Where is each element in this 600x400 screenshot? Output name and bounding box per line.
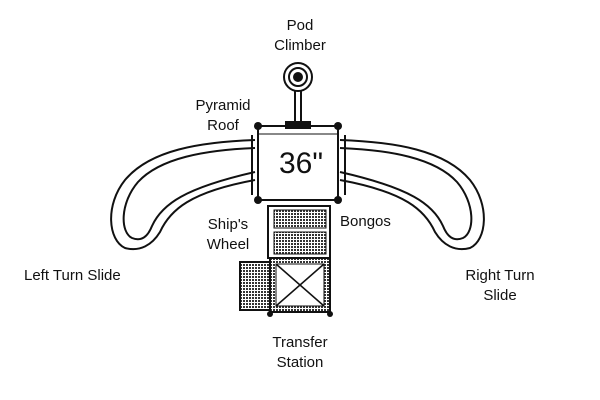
ships-wheel-panel bbox=[267, 205, 331, 259]
label-right-turn-slide: Right Turn Slide bbox=[465, 267, 535, 304]
label-bongos: Bongos bbox=[340, 213, 391, 230]
label-ships-wheel: Ship's Wheel bbox=[206, 216, 250, 253]
transfer-station bbox=[239, 257, 333, 317]
label-pod-climber: Pod Climber bbox=[274, 17, 326, 54]
deck-36-inch bbox=[251, 125, 346, 201]
label-transfer-station: Transfer Station bbox=[272, 334, 328, 371]
pod-climber bbox=[283, 62, 313, 129]
left-turn-slide bbox=[110, 139, 256, 251]
label-pyramid-roof: Pyramid Roof bbox=[195, 97, 251, 134]
right-turn-slide bbox=[339, 139, 485, 251]
deck-posts bbox=[254, 122, 342, 204]
label-left-turn-slide: Left Turn Slide bbox=[24, 267, 121, 284]
label-deck-height: 36" bbox=[279, 147, 324, 180]
